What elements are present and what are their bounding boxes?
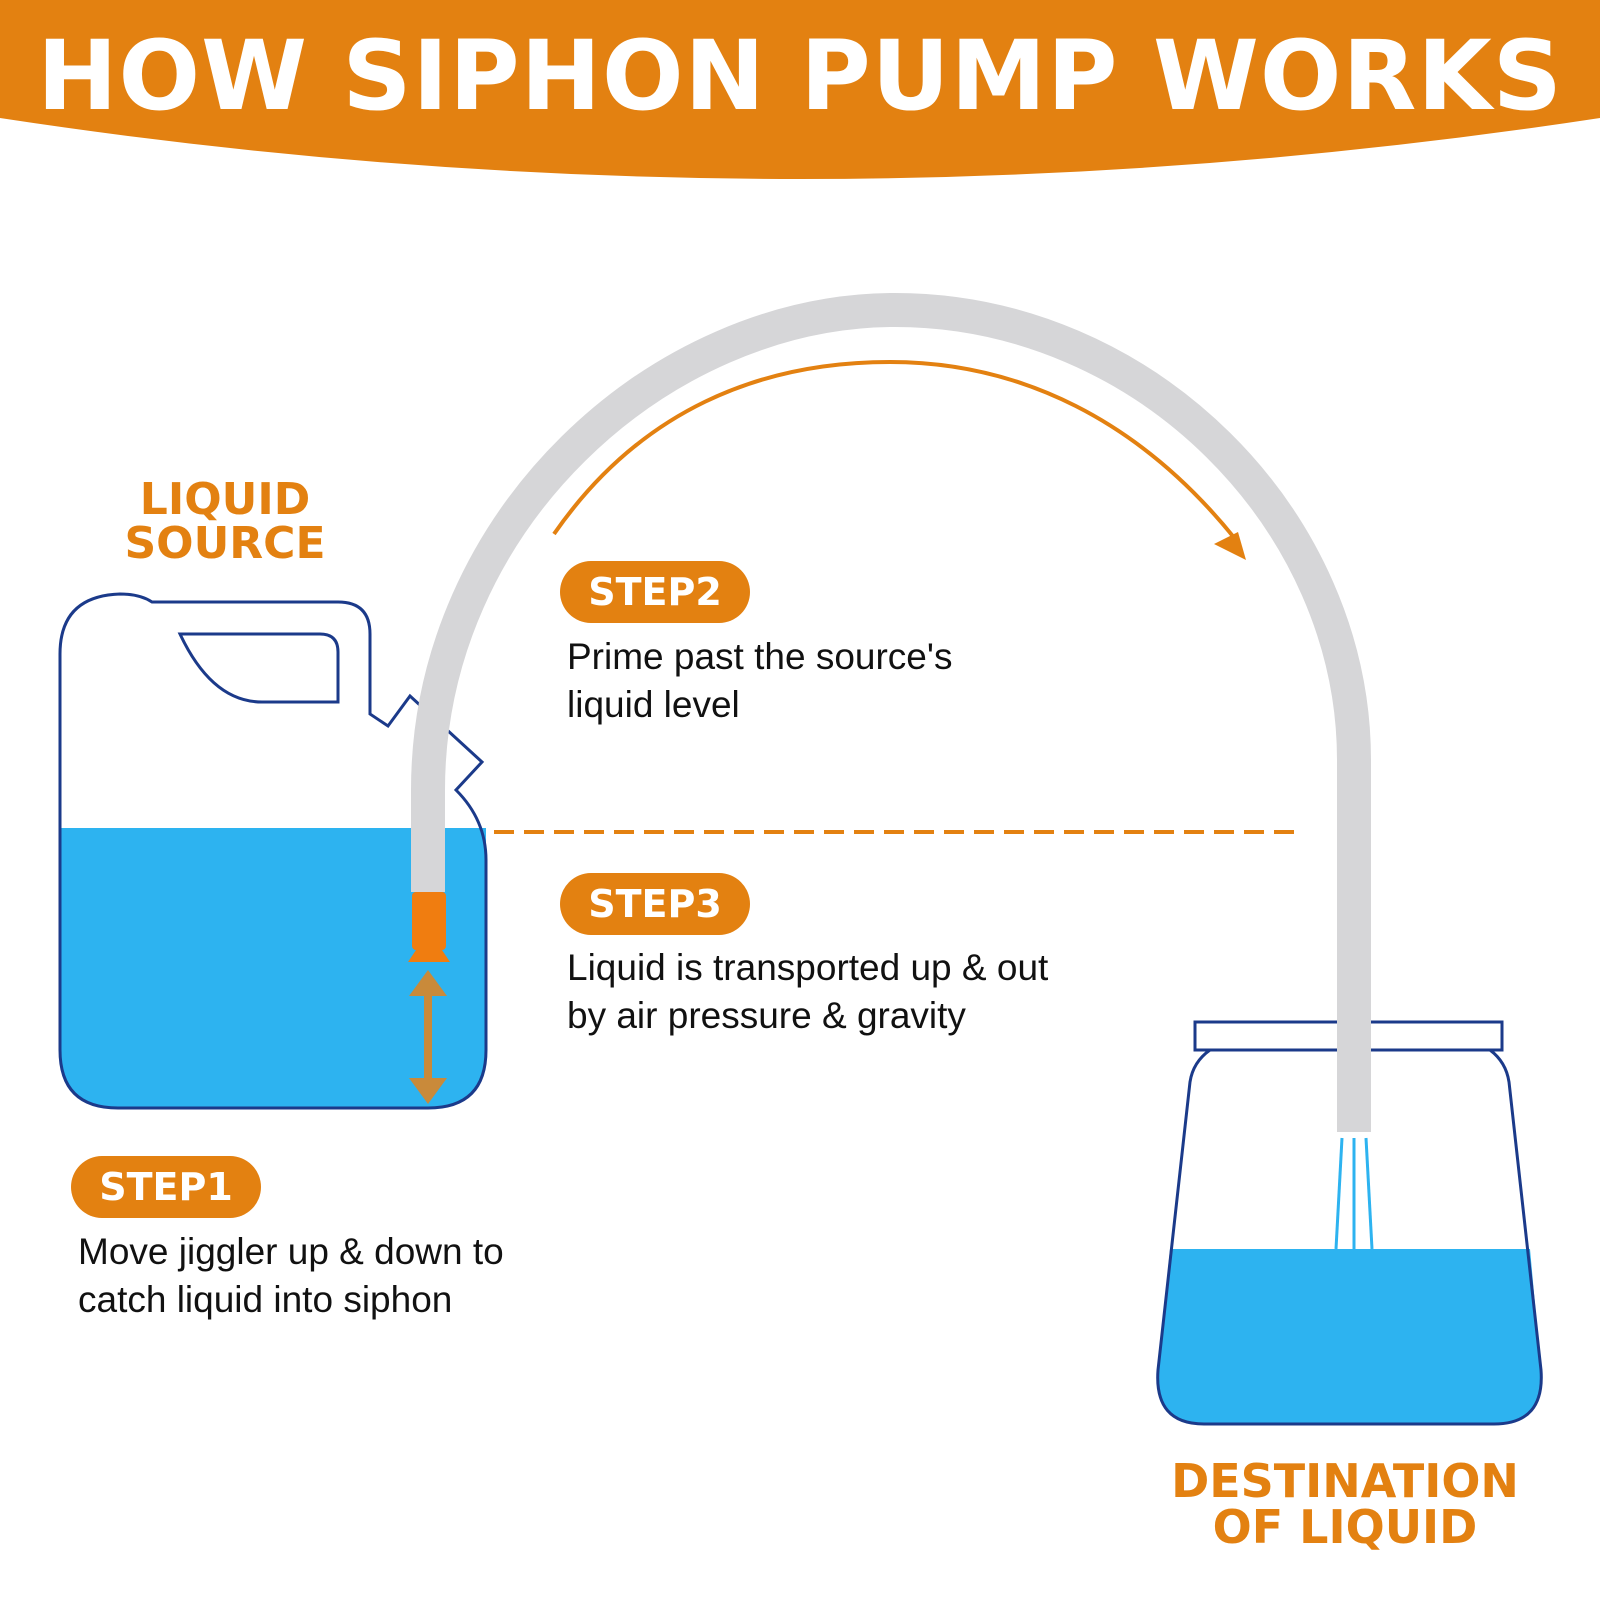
destination-label: DESTINATION OF LIQUID bbox=[1150, 1458, 1540, 1550]
up-down-arrow-icon bbox=[409, 970, 447, 1104]
source-label: LIQUID SOURCE bbox=[100, 478, 350, 566]
source-label-line-2: SOURCE bbox=[124, 518, 326, 569]
destination-label-line-1: DESTINATION bbox=[1171, 1454, 1519, 1508]
liquid-stream bbox=[1334, 1137, 1374, 1250]
siphon-tube-icon bbox=[411, 292, 1371, 1132]
jerrycan-icon bbox=[58, 592, 488, 1110]
header-banner bbox=[0, 0, 1600, 179]
jiggler-icon bbox=[408, 892, 450, 962]
jar-outline bbox=[1156, 1048, 1543, 1426]
step1-line-1: Move jiggler up & down to bbox=[78, 1231, 504, 1272]
jerrycan-handle bbox=[177, 632, 340, 704]
step2-line-1: Prime past the source's bbox=[567, 636, 953, 677]
step2-line-2: liquid level bbox=[567, 684, 740, 725]
step1-description: Move jiggler up & down to catch liquid i… bbox=[78, 1228, 504, 1324]
step2-badge: STEP2 bbox=[560, 561, 750, 623]
step2-description: Prime past the source's liquid level bbox=[567, 633, 952, 729]
step1-badge: STEP1 bbox=[71, 1156, 261, 1218]
destination-label-line-2: OF LIQUID bbox=[1212, 1500, 1478, 1554]
step1-line-2: catch liquid into siphon bbox=[78, 1279, 453, 1320]
jerrycan-liquid bbox=[60, 828, 486, 1108]
step3-line-2: by air pressure & gravity bbox=[567, 995, 966, 1036]
step3-line-1: Liquid is transported up & out bbox=[567, 947, 1049, 988]
step3-badge: STEP3 bbox=[560, 873, 750, 935]
flow-arrow-icon bbox=[552, 359, 1246, 560]
step3-description: Liquid is transported up & out by air pr… bbox=[567, 944, 1048, 1040]
jar-liquid bbox=[1157, 1249, 1542, 1424]
jerrycan-outline bbox=[58, 592, 488, 1110]
page-title: HOW SIPHON PUMP WORKS bbox=[37, 20, 1563, 132]
source-label-line-1: LIQUID bbox=[139, 474, 311, 525]
